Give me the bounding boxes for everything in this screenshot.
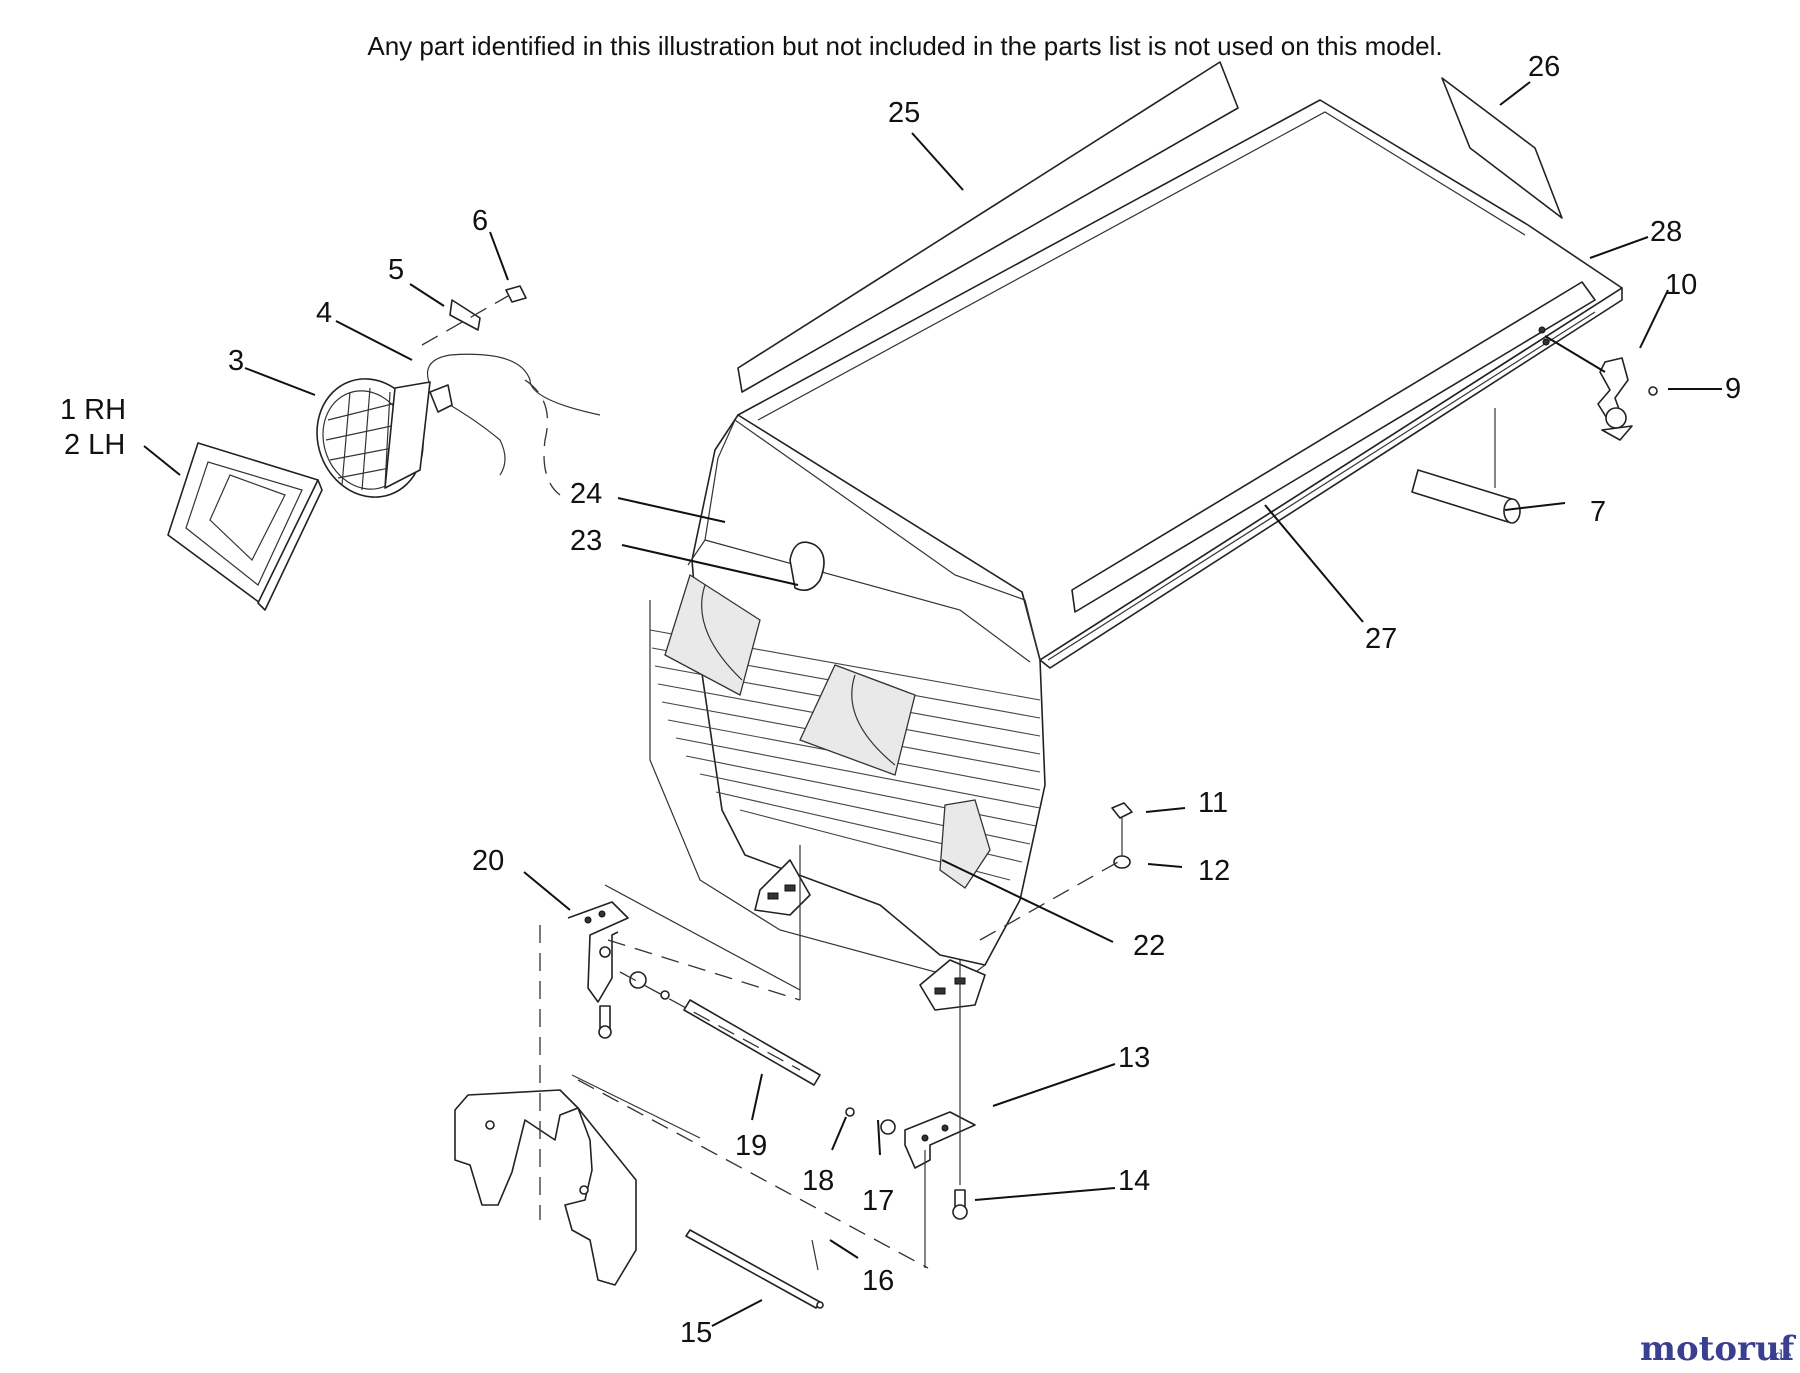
- callout-19: 19: [735, 1130, 767, 1162]
- left-headlight-opening: [664, 573, 761, 696]
- callout-12: 12: [1198, 855, 1230, 887]
- callout-6: 6: [472, 205, 488, 237]
- callout-10: 10: [1665, 269, 1697, 301]
- pivot-sleeve: [1411, 408, 1521, 524]
- callout-15: 15: [680, 1317, 712, 1349]
- callout-23: 23: [570, 525, 602, 557]
- light-bracket: [449, 299, 481, 331]
- headlight-bulb: [316, 378, 431, 498]
- hood-front-upper-panel: [704, 419, 1041, 661]
- callout-5: 5: [388, 254, 404, 286]
- hood-edge-line: [1047, 311, 1596, 661]
- hex-nut: [1111, 802, 1133, 819]
- hood-emblem: [789, 541, 825, 591]
- frame-bracket: [454, 1089, 824, 1309]
- callout-1: 1 RH: [60, 394, 126, 426]
- wire-harness: [426, 353, 601, 496]
- hood-decal-strip: [737, 61, 1239, 393]
- mounting-bracket-right: [904, 1111, 976, 1220]
- callout-26: 26: [1528, 51, 1560, 83]
- callout-25: 25: [888, 97, 920, 129]
- light-screw: [505, 285, 527, 303]
- watermark-suffix: .de: [1770, 1348, 1792, 1364]
- hood-top-trim: [757, 111, 1526, 421]
- hood-assembly: [649, 99, 1623, 1011]
- illustration-note: Any part identified in this illustration…: [367, 31, 1442, 61]
- callout-20: 20: [472, 845, 504, 877]
- leader-lines: [143, 81, 1722, 1327]
- callout-13: 13: [1118, 1042, 1150, 1074]
- callout-27: 27: [1365, 623, 1397, 655]
- hood-front-brow: [687, 539, 1031, 663]
- callout-4: 4: [316, 297, 332, 329]
- callout-18: 18: [802, 1165, 834, 1197]
- headlight-housing: [167, 442, 323, 611]
- watermark-logo: motoruf .de: [1640, 1329, 1797, 1369]
- callout-16: 16: [862, 1265, 894, 1297]
- callout-3: 3: [228, 345, 244, 377]
- alignment-lines: [539, 845, 961, 1269]
- pivot-rod-assembly: [619, 971, 896, 1135]
- hood-lower-tab-right: [919, 959, 986, 1011]
- mounting-bracket-left: [567, 901, 629, 1039]
- callout-14: 14: [1118, 1165, 1150, 1197]
- callout-7: 7: [1590, 496, 1606, 528]
- callout-9: 9: [1725, 373, 1741, 405]
- callout-2: 2 LH: [64, 429, 125, 461]
- callout-17: 17: [862, 1185, 894, 1217]
- hood-side-decal: [1071, 281, 1596, 613]
- hood-latch: [1538, 326, 1658, 441]
- callout-28: 28: [1650, 216, 1682, 248]
- flat-washer: [1113, 855, 1131, 869]
- watermark-brand: motoruf: [1640, 1329, 1797, 1369]
- warning-decal: [1441, 77, 1563, 219]
- callout-numbers: 1 RH 2 LH 3 4 5 6 7 9 10 11 12 13 14 15 …: [60, 51, 1741, 1349]
- callout-22: 22: [1133, 930, 1165, 962]
- callout-11: 11: [1198, 787, 1228, 819]
- callout-24: 24: [570, 478, 602, 510]
